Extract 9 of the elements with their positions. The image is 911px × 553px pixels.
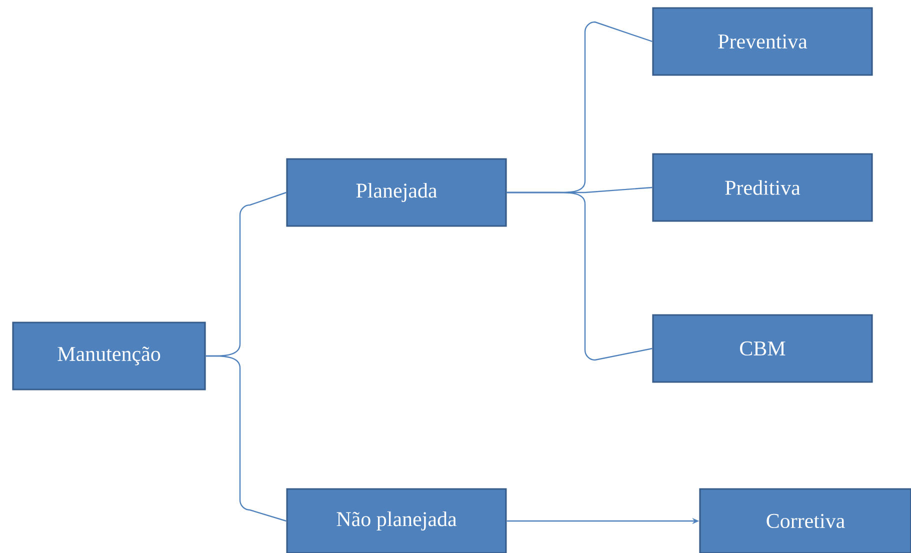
brace-connector [206, 355, 286, 522]
process-box: Planejada [286, 158, 507, 227]
process-box: Não planejada [286, 488, 507, 553]
process-box: Preditiva [652, 153, 873, 222]
process-box: Manutenção [12, 322, 206, 390]
process-box: Corretiva [699, 488, 911, 553]
brace-connector [506, 192, 652, 361]
process-box: CBM [652, 314, 873, 383]
process-box: Preventiva [652, 7, 873, 76]
